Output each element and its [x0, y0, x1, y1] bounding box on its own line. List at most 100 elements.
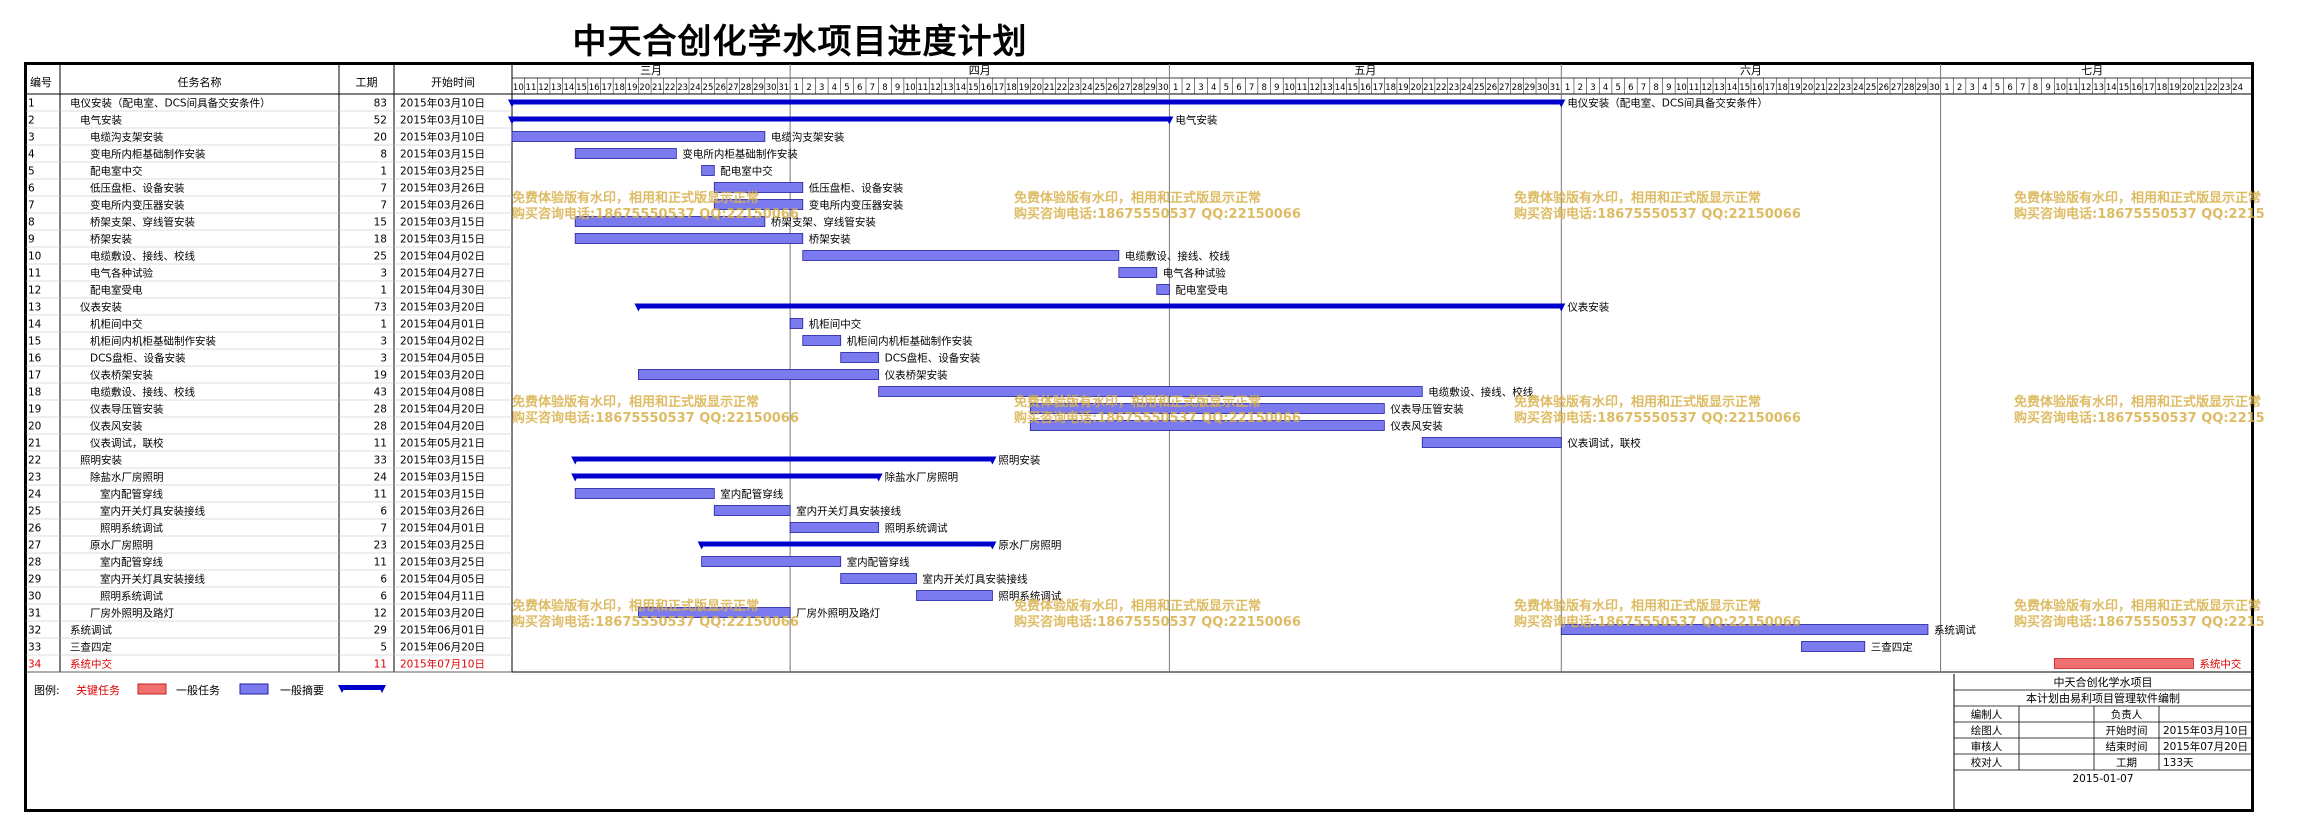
watermark-line: 免费体验版有水印，相用和正式版显示正常	[512, 394, 759, 410]
task-bar	[1118, 267, 1158, 278]
day-label: 6	[857, 83, 862, 93]
day-label: 30	[1158, 83, 1169, 93]
bar-label: 变电所内变压器安装	[809, 199, 904, 212]
day-label: 22	[2207, 83, 2218, 93]
task-id: 29	[28, 574, 41, 586]
day-label: 3	[1590, 83, 1595, 93]
task-duration: 7	[380, 523, 387, 535]
day-label: 25	[1866, 83, 1877, 93]
task-duration: 19	[374, 370, 387, 382]
day-label: 25	[703, 83, 714, 93]
task-id: 6	[28, 183, 35, 195]
task-duration: 23	[374, 540, 387, 552]
task-id: 4	[28, 149, 35, 161]
day-label: 6	[1628, 83, 1633, 93]
task-bar	[574, 148, 677, 159]
day-label: 8	[1653, 83, 1658, 93]
day-label: 24	[1082, 83, 1093, 93]
legend-summary-marker	[378, 685, 386, 693]
task-start: 2015年06月20日	[400, 641, 485, 654]
day-label: 5	[1615, 83, 1620, 93]
day-label: 28	[740, 83, 751, 93]
day-label: 29	[1524, 83, 1535, 93]
day-label: 8	[882, 83, 887, 93]
task-id: 34	[28, 659, 42, 671]
day-label: 17	[601, 83, 612, 93]
day-label: 2	[806, 83, 811, 93]
day-label: 3	[1969, 83, 1974, 93]
watermark-line: 免费体验版有水印，相用和正式版显示正常	[1014, 190, 1261, 206]
bar-label: 配电室中交	[720, 165, 773, 178]
bar-label: 电气安装	[1175, 114, 1217, 127]
header-start: 开始时间	[431, 75, 475, 89]
task-duration: 11	[374, 438, 387, 450]
day-label: 1	[1944, 83, 1949, 93]
day-label: 10	[2055, 83, 2066, 93]
watermark-line: 免费体验版有水印，相用和正式版显示正常	[2014, 598, 2261, 614]
day-label: 17	[2144, 83, 2155, 93]
task-duration: 7	[380, 200, 387, 212]
summary-start-marker	[508, 116, 516, 125]
task-duration: 3	[380, 268, 387, 280]
watermark-line: 免费体验版有水印，相用和正式版显示正常	[1514, 598, 1761, 614]
summary-bar	[512, 116, 1170, 122]
day-label: 9	[895, 83, 900, 93]
task-start: 2015年03月10日	[400, 114, 485, 127]
task-bar	[713, 505, 791, 516]
day-label: 19	[627, 83, 638, 93]
day-label: 17	[1764, 83, 1775, 93]
day-label: 8	[2033, 83, 2038, 93]
task-duration: 1	[380, 285, 387, 297]
bar-label: 室内配管穿线	[847, 556, 910, 569]
task-start: 2015年05月21日	[400, 437, 485, 450]
task-id: 5	[28, 166, 35, 178]
day-label: 7	[870, 83, 875, 93]
day-label: 28	[1904, 83, 1915, 93]
task-bar	[574, 233, 804, 244]
day-label: 22	[1436, 83, 1447, 93]
day-label: 17	[993, 83, 1004, 93]
task-name: 电气安装	[80, 114, 122, 127]
bar-label: 电缆敷设、接线、校线	[1428, 386, 1533, 399]
day-label: 13	[2093, 83, 2104, 93]
day-label: 20	[2182, 83, 2193, 93]
bar-label: 桥架支架、穿线管安装	[771, 216, 876, 229]
task-start: 2015年03月20日	[400, 301, 485, 314]
watermark-line: 免费体验版有水印，相用和正式版显示正常	[2014, 190, 2261, 206]
day-label: 13	[943, 83, 954, 93]
task-duration: 11	[374, 489, 387, 501]
task-duration: 20	[374, 132, 387, 144]
day-label: 30	[1537, 83, 1548, 93]
task-duration: 6	[380, 591, 387, 603]
day-label: 20	[639, 83, 650, 93]
task-id: 27	[28, 540, 41, 552]
day-label: 3	[1198, 83, 1203, 93]
summary-bar	[575, 473, 879, 479]
task-start: 2015年04月20日	[400, 420, 485, 433]
task-name: 照明系统调试	[100, 590, 163, 603]
task-id: 23	[28, 472, 41, 484]
day-label: 13	[551, 83, 562, 93]
task-id: 32	[28, 625, 41, 637]
day-label: 21	[652, 83, 663, 93]
day-label: 26	[715, 83, 726, 93]
task-start: 2015年04月27日	[400, 267, 485, 280]
page-title: 中天合创化学水项目进度计划	[572, 22, 1028, 62]
day-label: 31	[778, 83, 789, 93]
task-start: 2015年03月10日	[400, 97, 485, 110]
day-label: 14	[2106, 83, 2117, 93]
info-cell: 校对人	[1971, 756, 2003, 769]
task-duration: 15	[374, 217, 387, 229]
task-bar	[1029, 420, 1385, 431]
legend-normal-label: 一般任务	[176, 684, 220, 697]
task-name: 原水厂房照明	[90, 539, 153, 552]
task-id: 24	[28, 489, 42, 501]
day-label: 18	[2156, 83, 2167, 93]
day-label: 11	[1297, 83, 1308, 93]
summary-bar	[512, 99, 1562, 105]
task-bar	[1560, 624, 1929, 635]
watermark-line: 购买咨询电话:18675550537 QQ:22150066	[1514, 206, 1801, 222]
day-label: 12	[538, 83, 549, 93]
day-label: 19	[2169, 83, 2180, 93]
